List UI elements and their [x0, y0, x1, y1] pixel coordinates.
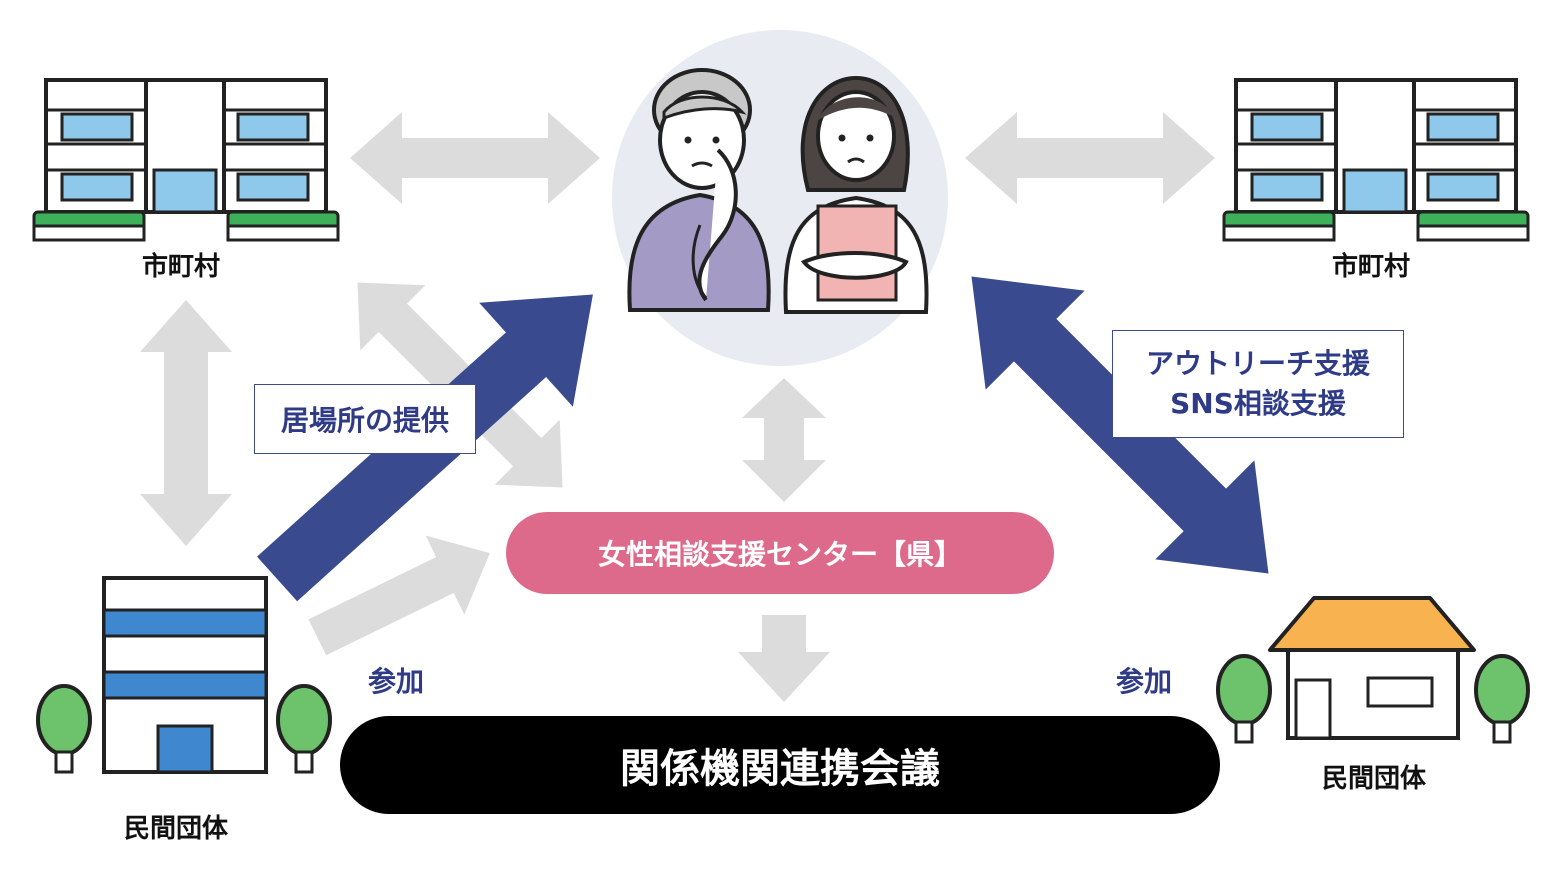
ibasho-box: 居場所の提供 [254, 384, 476, 454]
city-hall-icon [32, 78, 340, 242]
center-pill-text: 女性相談支援センター【県】 [597, 538, 962, 571]
office-building-icon [102, 576, 268, 774]
tree-icon [1474, 654, 1530, 744]
arrow-center-meeting [738, 615, 830, 702]
meeting-pill-text: 関係機関連携会議 [620, 746, 940, 792]
arrow-org-left-center [308, 535, 490, 656]
org-right-label: 民間団体 [1322, 764, 1427, 794]
arrow-city-left-people [350, 112, 600, 204]
city-hall-icon [1222, 78, 1530, 242]
ibasho-text: 居場所の提供 [280, 404, 449, 437]
outreach-box: アウトリーチ支援 SNS相談支援 [1112, 330, 1404, 438]
city-left-label: 市町村 [142, 252, 221, 282]
house-icon [1268, 596, 1476, 740]
meeting-pill: 関係機関連携会議 [340, 716, 1220, 814]
tree-icon [36, 684, 92, 774]
join-right-label: 参加 [1116, 665, 1173, 698]
worried-young-woman-icon [783, 75, 929, 314]
tree-icon [1216, 654, 1272, 744]
org-left-label: 民間団体 [124, 814, 229, 844]
arrow-people-city-right [965, 112, 1215, 204]
arrow-city-org-left [140, 300, 232, 546]
people-circle-bg [612, 30, 948, 366]
arrow-people-center [742, 378, 826, 502]
center-pill: 女性相談支援センター【県】 [506, 512, 1054, 594]
tree-icon [276, 684, 332, 774]
outreach-line-2: SNS相談支援 [1170, 387, 1346, 420]
outreach-line-1: アウトリーチ支援 [1145, 347, 1370, 380]
worried-elder-woman-icon [627, 68, 771, 312]
city-right-label: 市町村 [1332, 252, 1411, 282]
join-left-label: 参加 [368, 665, 425, 698]
